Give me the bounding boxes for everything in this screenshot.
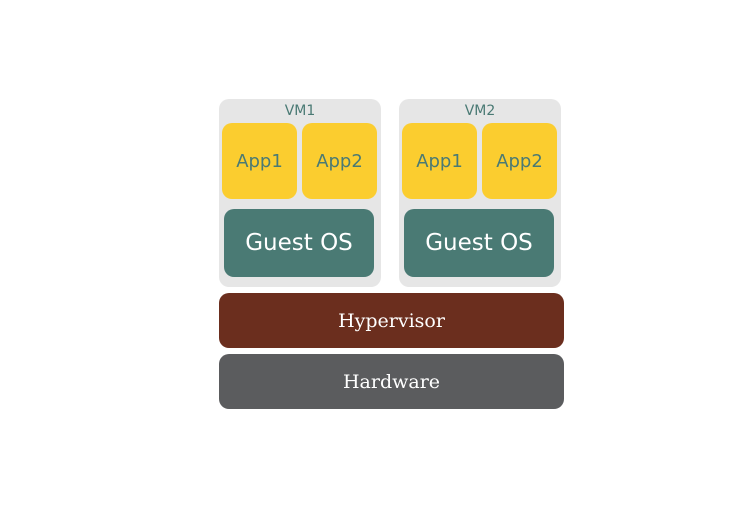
guest-os-box: Guest OS [224,209,374,277]
hypervisor-layer: Hypervisor [219,293,564,348]
guest-os-box: Guest OS [404,209,554,277]
vm-label: VM1 [284,103,316,119]
app-box: App2 [302,123,377,199]
vm-box-1: VM1 App1 App2 Guest OS [219,99,381,287]
app-box: App2 [482,123,557,199]
hardware-layer: Hardware [219,354,564,409]
vm-label: VM2 [464,103,496,119]
app-box: App1 [402,123,477,199]
app-box: App1 [222,123,297,199]
vm-box-2: VM2 App1 App2 Guest OS [399,99,561,287]
